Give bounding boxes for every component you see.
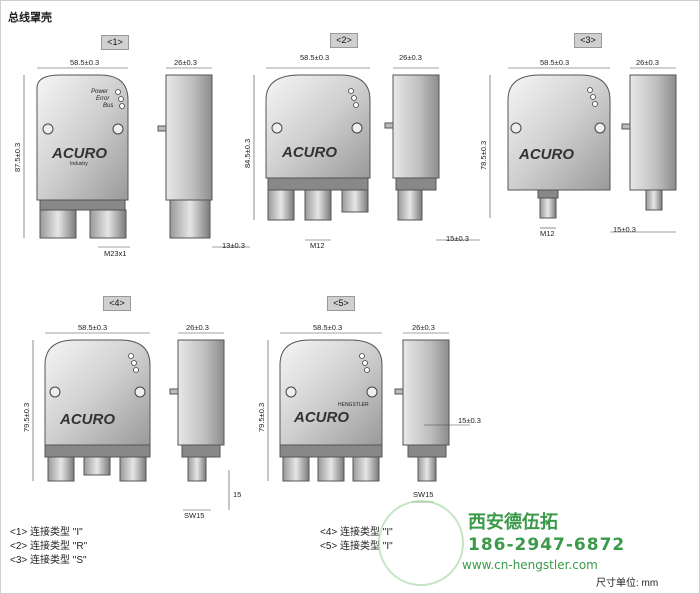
dim-height-1: 87.5±0.3 [13,142,22,172]
legend-item: <5> 连接类型 "I" [320,541,393,552]
legend-item: <3> 连接类型 "S" [10,555,87,566]
front-view-1 [36,74,129,239]
watermark-logo-icon [378,500,464,586]
dim-conn-1: M23x1 [104,249,127,258]
dim-conn-2: M12 [310,241,325,250]
dim-depth-2: 26±0.3 [399,53,422,62]
brand-logo-2: ACURO [282,144,337,161]
dim-width-4: 58.5±0.3 [78,323,108,332]
brand-logo-5: ACURO [294,409,349,426]
dim-width-3: 58.5±0.3 [540,58,570,67]
brand-logo-4: ACURO [60,411,115,428]
legend-item: <2> 连接类型 "R" [10,541,88,552]
side-view-1 [157,74,213,239]
dim-shaft-5: 15±0.3 [458,416,481,425]
variant-tag-2: <2> [330,33,358,48]
watermark-phone: 186-2947-6872 [468,535,626,555]
side-view-4 [169,339,225,482]
dim-sw-4: SW15 [184,511,205,520]
dim-shaft-4: 15 [233,490,242,499]
dim-height-2: 84.5±0.3 [243,138,252,168]
side-view-2 [384,74,440,221]
brand-logo-3: ACURO [519,146,574,163]
variant-tag-1: <1> [101,35,129,50]
dim-shaft-2: 15±0.3 [446,234,469,243]
dim-width-5: 58.5±0.3 [313,323,343,332]
page-title: 总线罩壳 [8,12,52,24]
watermark-url: www.cn-hengstler.com [462,558,598,572]
dim-width-1: 58.5±0.3 [70,58,100,67]
front-view-3 [507,74,611,219]
brand-sub: Industry [70,161,88,167]
side-view-5 [394,339,450,482]
dim-conn-3: M12 [540,229,555,238]
dimension-lines [23,67,676,511]
front-view-4 [44,339,151,482]
legend-left: <1> 连接类型 "I" <2> 连接类型 "R" <3> 连接类型 "S" [10,526,87,568]
variant-tag-4: <4> [103,296,131,311]
dim-height-5: 79.5±0.3 [257,402,266,432]
watermark-company: 西安德伍拓 [468,512,558,533]
dim-shaft-3: 15±0.3 [613,225,636,234]
led-label-error: Error [96,96,110,102]
brand-logo: ACURO [52,145,107,162]
legend-item: <1> 连接类型 "I" [10,527,83,538]
variant-tag-5: <5> [327,296,355,311]
led-label-power: Power [91,89,109,95]
front-view-2 [265,74,371,221]
legend-item: <4> 连接类型 "I" [320,527,393,538]
dim-depth-3: 26±0.3 [636,58,659,67]
dim-height-4: 79.5±0.3 [22,402,31,432]
unit-label: 尺寸单位: mm [596,578,659,589]
dim-depth-1: 26±0.3 [174,58,197,67]
dim-width-2: 58.5±0.3 [300,53,330,62]
dim-depth-4: 26±0.3 [186,323,209,332]
led-label-bus: Bus [103,103,114,109]
dim-sw-5: SW15 [413,490,434,499]
dim-shaft-1: 13±0.3 [222,241,245,250]
dim-depth-5: 26±0.3 [412,323,435,332]
variant-tag-3: <3> [574,33,602,48]
legend-right: <4> 连接类型 "I" <5> 连接类型 "I" [320,526,393,554]
front-view-5 [279,339,383,482]
maker-label: HENGSTLER [338,402,369,408]
side-view-3 [621,74,677,211]
dim-height-3: 78.5±0.3 [479,140,488,170]
status-leds [115,87,598,373]
